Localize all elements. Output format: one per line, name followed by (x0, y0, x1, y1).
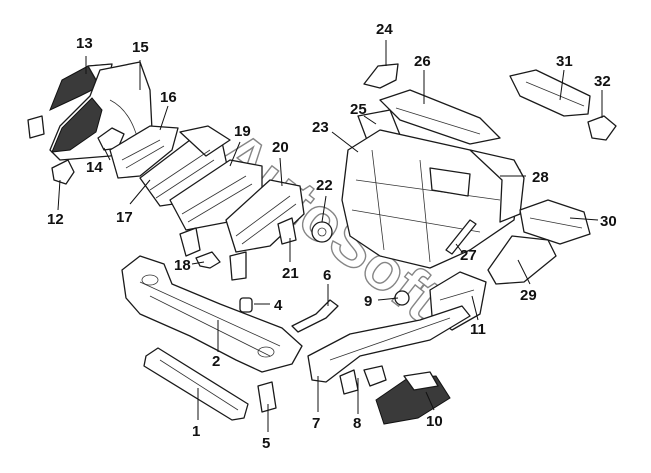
part-21 (277, 217, 297, 245)
part-22 (311, 221, 333, 243)
part-32 (587, 115, 617, 141)
leader-lines (57, 40, 603, 432)
part-24 (363, 63, 399, 89)
part-bracket-left (27, 115, 45, 139)
label-22: 22 (316, 177, 333, 194)
label-24: 24 (376, 21, 393, 38)
label-29: 29 (520, 287, 537, 304)
label-31: 31 (556, 53, 573, 70)
label-13: 13 (76, 35, 93, 52)
label-2: 2 (212, 353, 220, 370)
label-28: 28 (532, 169, 549, 186)
part-12 (51, 159, 75, 185)
part-10 (375, 371, 451, 425)
part-20 (225, 179, 305, 281)
part-8 (339, 369, 359, 395)
part-28 (469, 149, 525, 223)
label-19: 19 (234, 123, 251, 140)
part-8b (363, 365, 387, 387)
part-31 (509, 69, 591, 117)
label-30: 30 (600, 213, 617, 230)
part-4 (239, 297, 253, 313)
label-9: 9 (364, 293, 372, 310)
part-1 (143, 347, 249, 421)
part-29 (487, 235, 557, 285)
label-25: 25 (350, 101, 367, 118)
label-32: 32 (594, 73, 611, 90)
part-23 (341, 129, 521, 269)
label-8: 8 (353, 415, 361, 432)
label-16: 16 (160, 89, 177, 106)
label-6: 6 (323, 267, 331, 284)
part-16 (109, 125, 179, 179)
part-2 (121, 255, 303, 373)
part-30 (519, 199, 591, 245)
label-21: 21 (282, 265, 299, 282)
part-6 (291, 299, 339, 333)
label-11: 11 (470, 321, 486, 338)
label-7: 7 (312, 415, 320, 432)
label-1: 1 (192, 423, 200, 440)
part-18 (195, 251, 221, 269)
label-26: 26 (414, 53, 431, 70)
label-12: 12 (47, 211, 64, 228)
part-7 (307, 305, 471, 383)
label-17: 17 (116, 209, 133, 226)
label-15: 15 (132, 39, 149, 56)
part-5 (257, 381, 277, 413)
label-10: 10 (426, 413, 443, 430)
part-26 (379, 89, 501, 145)
part-27 (445, 219, 477, 255)
label-27: 27 (460, 247, 477, 264)
label-14: 14 (86, 159, 103, 176)
label-23: 23 (312, 119, 329, 136)
label-18: 18 (174, 257, 191, 274)
label-4: 4 (274, 297, 283, 314)
part-14 (97, 127, 125, 151)
label-20: 20 (272, 139, 289, 156)
label-5: 5 (262, 435, 270, 452)
callout-numbers: 1 2 4 5 6 7 8 9 10 11 12 13 14 15 16 17 … (47, 21, 617, 452)
